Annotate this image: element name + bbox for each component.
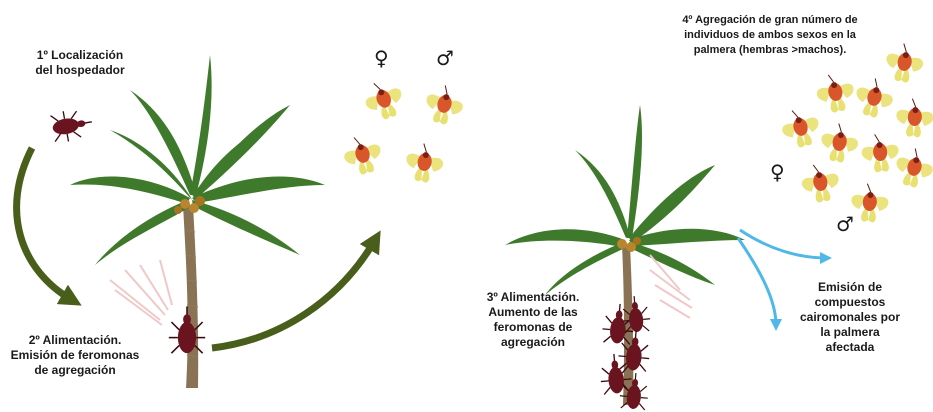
flying-beetle-icon [421,82,467,128]
step4-label: 4º Agregación de gran número de individu… [650,13,890,58]
arrow-emission-down [738,238,776,325]
step4-line: palmera (hembras >machos). [650,43,890,58]
flying-beetle-icon [814,71,857,115]
arrow-emission-up [740,230,826,258]
step3-label: 3º Alimentación. Aumento de las feromona… [478,290,588,350]
step2-line: Emisión de feromonas [0,348,150,363]
step2-line: de agregación [0,363,150,378]
flying-beetle-icon [778,105,824,151]
step1-line: del hospedador [5,63,155,78]
step3-line: Aumento de las [478,305,588,320]
female-symbol-left: ♀ [374,46,389,70]
emission-label: Emisión de compuestos cairomonales por l… [790,280,910,355]
step3-line: agregación [478,335,588,350]
palm-fronds [70,55,325,265]
flying-beetle-icon [799,161,842,205]
step2-label: 2º Alimentación. Emisión de feromonas de… [0,333,150,378]
step3-line: feromonas de [478,320,588,335]
step4-line: individuos de ambos sexos en la [650,28,890,43]
male-symbol-left: ♂ [436,46,454,70]
flying-beetle-icon [895,97,933,138]
step1-line: 1º Localización [5,48,155,63]
flying-beetle-icon [818,121,861,165]
arrow-step1-to-step2 [17,148,72,300]
emission-line: compuestos [790,295,910,310]
flying-beetle-icon [860,132,900,173]
palm-trunk [183,205,198,388]
emission-line: Emisión de [790,280,910,295]
step3-line: 3º Alimentación. [478,290,588,305]
flying-beetle-icon [850,182,890,223]
male-symbol-right: ♂ [836,212,854,236]
weevil-icon [169,306,205,353]
emission-line: cairomonales por [790,310,910,325]
flying-beetle-icon [851,75,897,121]
step2-line: 2º Alimentación. [0,333,150,348]
emission-line: la palmera [790,325,910,340]
arrow-step2-to-step4 [212,240,375,348]
step4-line: 4º Agregación de gran número de [650,13,890,28]
palm-tree-right [505,105,745,405]
flying-beetle-icon [360,76,408,124]
step1-label: 1º Localización del hospedador [5,48,155,78]
flying-beetle-icon [403,141,446,185]
female-symbol-right: ♀ [770,160,785,184]
weevil-icon [50,107,94,144]
flying-beetle-icon [340,132,386,178]
emission-line: afectada [790,340,910,355]
